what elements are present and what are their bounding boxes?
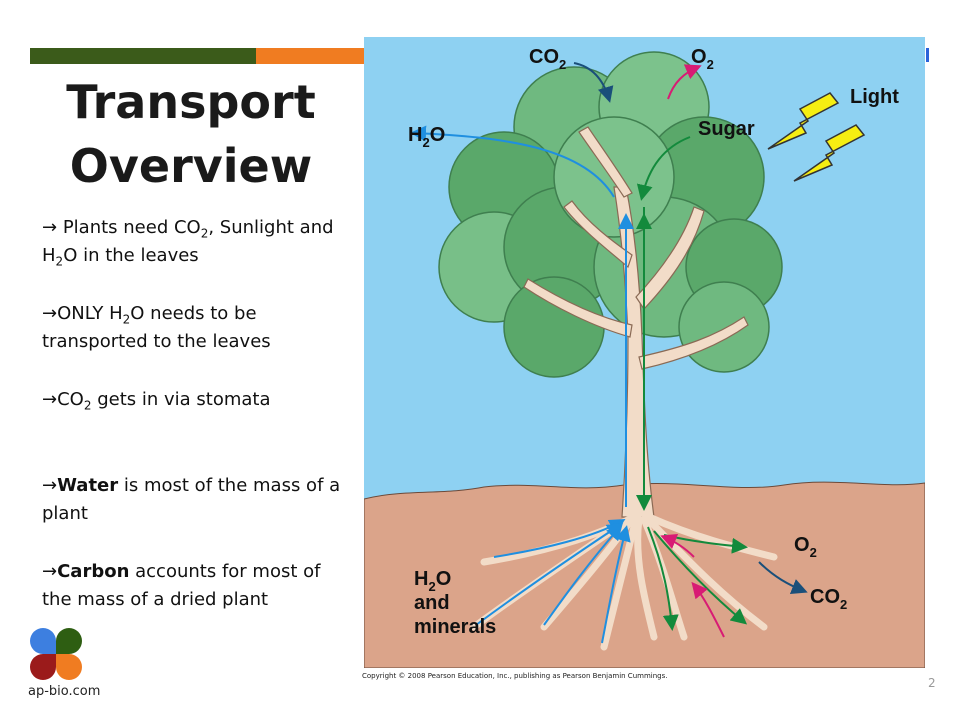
arrow-icon: → bbox=[42, 389, 58, 410]
oxygen-flow-arrows bbox=[660, 64, 725, 638]
label-h2o-minerals-3: minerals bbox=[414, 616, 496, 638]
arrow-icon: → bbox=[42, 303, 58, 324]
logo-orange-petal bbox=[56, 654, 82, 680]
tree-canopy bbox=[438, 51, 783, 378]
slide-title-line2: Overview bbox=[69, 139, 313, 193]
bullet-only-h2o: →ONLY H2O needs to be transported to the… bbox=[42, 303, 271, 352]
water-flow-arrows bbox=[410, 125, 634, 644]
header-band-orange bbox=[256, 48, 366, 64]
label-h2o-top: H2O bbox=[408, 124, 445, 150]
bullet-co2-stomata: →CO2 gets in via stomata bbox=[42, 389, 271, 413]
label-h2o-minerals-2: and bbox=[414, 592, 450, 614]
lightning-bolt-icons bbox=[767, 92, 866, 182]
label-o2-top: O2 bbox=[691, 46, 714, 72]
label-co2-bottom: CO2 bbox=[810, 586, 847, 612]
label-sugar: Sugar bbox=[698, 118, 755, 140]
logo-green-petal bbox=[56, 628, 82, 654]
logo-red-petal bbox=[30, 654, 56, 680]
label-o2-bottom: O2 bbox=[794, 534, 817, 560]
figure-copyright: Copyright © 2008 Pearson Education, Inc.… bbox=[362, 672, 668, 680]
bullet-water-mass: →Water is most of the mass of a plant bbox=[42, 475, 341, 524]
arrow-icon: → bbox=[42, 561, 58, 582]
arrow-icon: → bbox=[42, 475, 58, 496]
logo-text: ap-bio.com bbox=[28, 684, 101, 699]
tree-transport-figure: CO2 O2 Light H2O Sugar O2 CO2 H2O and mi… bbox=[364, 37, 925, 668]
logo-blue-petal bbox=[30, 628, 56, 654]
header-band-green bbox=[30, 48, 256, 64]
slide-title: Transport Overview bbox=[32, 70, 350, 198]
bullet-carbon-mass: →Carbon accounts for most of the mass of… bbox=[42, 561, 321, 610]
tree-trunk bbox=[523, 126, 749, 518]
slide-title-line1: Transport bbox=[66, 75, 316, 129]
arrow-icon: → bbox=[42, 217, 58, 238]
ap-bio-logo-icon bbox=[28, 628, 88, 682]
label-light: Light bbox=[850, 86, 899, 108]
header-band-blue-tick bbox=[926, 48, 929, 62]
label-co2-top: CO2 bbox=[529, 46, 566, 72]
co2-flow-arrows bbox=[573, 62, 808, 594]
bullet-plants-need: → Plants need CO2, Sunlight and H2O in t… bbox=[42, 217, 334, 269]
label-h2o-minerals-1: H2O bbox=[414, 568, 451, 594]
page-number: 2 bbox=[928, 676, 936, 690]
